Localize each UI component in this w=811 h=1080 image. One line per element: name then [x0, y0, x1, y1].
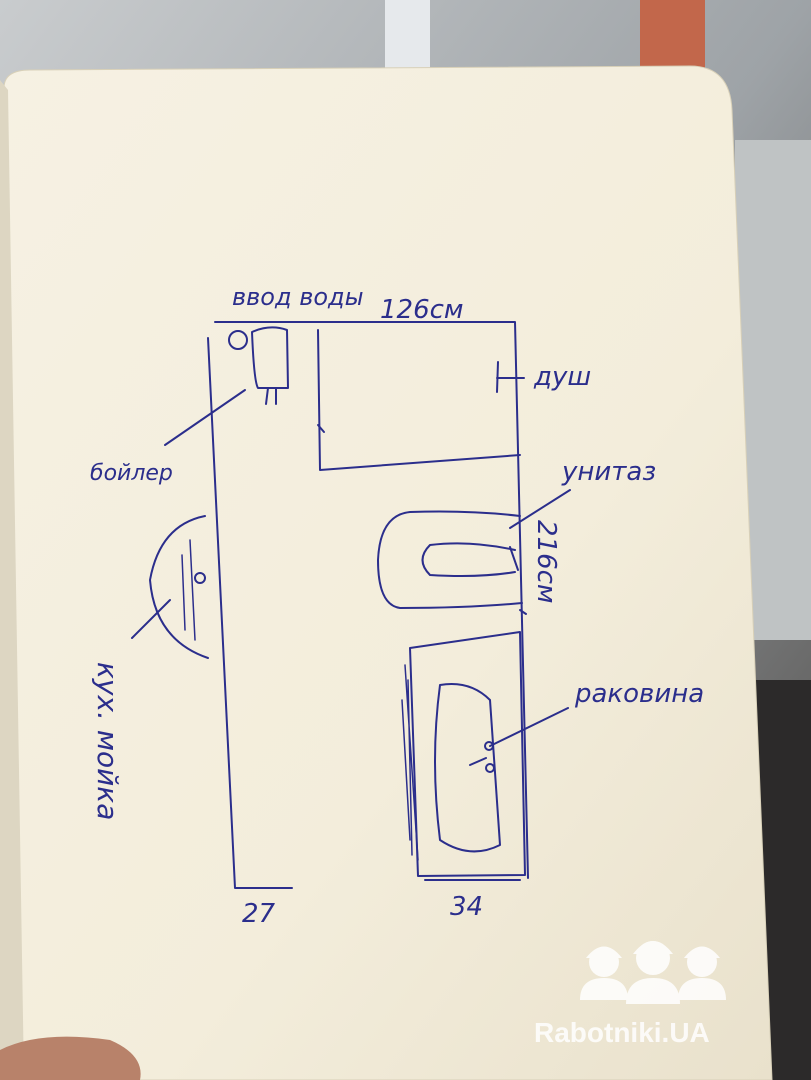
- label-side-length: 216см: [531, 520, 561, 604]
- room-left-wall: [207, 337, 293, 889]
- floor-plan-sketch: [131, 321, 571, 889]
- water-inlet-circle: [228, 330, 248, 350]
- kitchen-sink-leader-line: [131, 599, 171, 639]
- shower-mark: [317, 424, 325, 433]
- label-toilet: унитаз: [561, 457, 656, 487]
- kitchen-sink-hatch: [181, 539, 196, 641]
- label-bottom-right: 34: [450, 892, 483, 922]
- sink-basin: [434, 683, 501, 853]
- toilet-pipe: [519, 609, 527, 615]
- toilet-seat-line: [509, 546, 519, 571]
- boiler-pipes: [265, 387, 277, 405]
- label-bottom-left: 27: [242, 899, 276, 929]
- label-water-inlet: ввод воды: [232, 283, 364, 311]
- watermark-text: Rabotniki.UA: [534, 1017, 710, 1048]
- page-edge: [0, 80, 24, 1080]
- label-sink: раковина: [574, 679, 704, 709]
- three-workers-helmets-icon: [580, 941, 726, 1004]
- thumb: [0, 1036, 141, 1080]
- kitchen-tap: [194, 572, 206, 584]
- shower-tray: [317, 329, 521, 471]
- notebook-page: [3, 65, 773, 1080]
- label-shower: душ: [533, 362, 591, 392]
- kitchen-sink-arc: [149, 515, 209, 659]
- cabinet-hatching: [401, 664, 419, 861]
- label-boiler: бойлер: [90, 461, 173, 486]
- background-pipe: [385, 0, 430, 75]
- vanity-cabinet: [409, 631, 526, 877]
- sink-tap: [484, 741, 494, 751]
- sink-drain: [485, 763, 495, 773]
- shower-head: [496, 361, 525, 393]
- sink-spout: [469, 757, 487, 766]
- toilet-leader-line: [509, 489, 571, 529]
- room-top-right-wall: [214, 321, 529, 879]
- sink-leader-line: [489, 707, 569, 747]
- label-top-width: 126см: [380, 295, 464, 325]
- toilet-bowl: [421, 542, 516, 577]
- background-ladder: [640, 0, 705, 70]
- label-kitchen-sink: кух. мойка: [91, 662, 124, 820]
- boiler-leader-line: [164, 389, 246, 446]
- toilet-tank: [377, 510, 523, 609]
- boiler-tank: [251, 326, 289, 389]
